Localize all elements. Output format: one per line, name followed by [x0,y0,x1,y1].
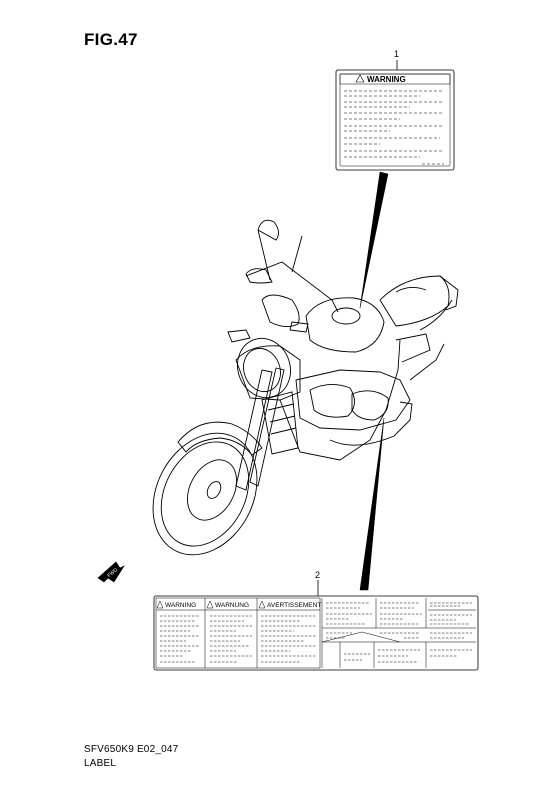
label-2-multilingual [153,595,479,671]
warning-triangle-icon [206,600,214,609]
figure-caption: LABEL [84,758,117,769]
warning-triangle-icon [258,600,266,609]
warning-triangle-icon [355,74,365,83]
label-1-pointer [359,171,389,309]
label-1-warning [335,69,455,171]
figure-title: FIG.47 [84,30,138,49]
label-2-panel-heading: AVERTISSEMENT [267,602,321,609]
motorcycle-outline [152,219,459,556]
callout-1-number: 1 [394,49,399,59]
callout-2-number: 2 [315,570,320,580]
forward-arrow-icon [97,561,125,583]
label-1-heading: WARNING [367,75,406,84]
label-2-panel-heading: WARNUNG [215,602,249,609]
label-2-pointer [359,417,385,591]
label-2-panel-heading: WARNING [165,602,196,609]
warning-triangle-icon [156,600,164,609]
figure-code: SFV650K9 E02_047 [84,744,179,755]
